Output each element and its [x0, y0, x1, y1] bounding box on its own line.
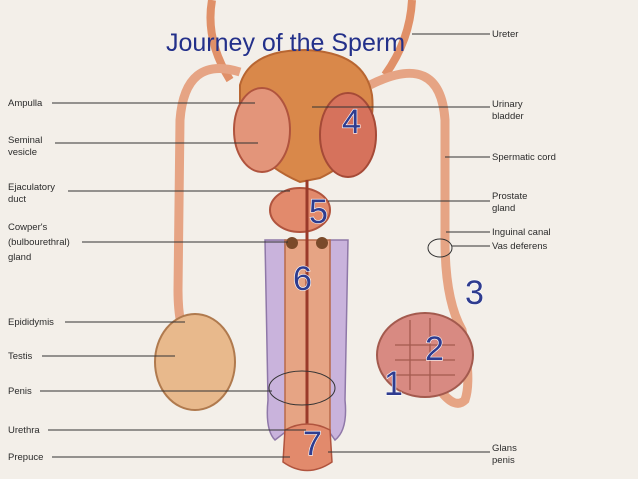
label-urinary-bladder-line2: bladder — [492, 111, 524, 122]
step-number-6: 6 — [293, 260, 312, 298]
testis-right — [376, 312, 474, 398]
step-number-1: 1 — [384, 365, 403, 403]
label-seminal-vesicle-line2: vesicle — [8, 147, 37, 158]
cowper-gland-left — [286, 237, 298, 249]
prostate-gland — [269, 187, 331, 233]
label-urinary-bladder-line1: Urinary — [492, 99, 523, 110]
label-glans-penis-line2: penis — [492, 455, 515, 466]
glans-shape — [282, 423, 333, 472]
diagram-title: Journey of the Sperm — [166, 29, 405, 57]
step-number-7: 7 — [303, 425, 322, 463]
step-number-4: 4 — [342, 103, 361, 141]
cowper-gland-right — [316, 237, 328, 249]
leader-lines-left — [40, 102, 306, 458]
ureter-right — [381, 0, 416, 78]
label-testis: Testis — [8, 351, 33, 362]
step-number-5: 5 — [309, 193, 328, 231]
label-cowpers-line2: (bulbourethral) — [8, 237, 70, 248]
step-number-2: 2 — [425, 330, 444, 368]
label-inguinal-canal: Inguinal canal — [492, 227, 551, 238]
label-prostate-line1: Prostate — [492, 191, 527, 202]
inguinal-canal-circle — [427, 238, 453, 258]
leader-lines-right — [312, 33, 490, 453]
label-prepuce: Prepuce — [8, 452, 43, 463]
seminal-vesicle-right — [319, 92, 377, 178]
label-seminal-vesicle-line1: Seminal — [8, 135, 42, 146]
label-ejaculatory-duct-line2: duct — [8, 194, 26, 205]
label-prostate-line2: gland — [492, 203, 515, 214]
label-glans-penis-line1: Glans — [492, 443, 517, 454]
label-epididymis: Epididymis — [8, 317, 54, 328]
label-urethra: Urethra — [8, 425, 40, 436]
testis-lobules — [395, 318, 455, 392]
label-spermatic-cord: Spermatic cord — [492, 152, 556, 163]
seminal-vesicle-left — [233, 87, 291, 173]
step-number-3: 3 — [465, 274, 484, 312]
testis-left — [154, 313, 236, 411]
corpus-right — [327, 239, 349, 442]
label-ureter: Ureter — [492, 29, 518, 40]
label-cowpers-line1: Cowper's — [8, 222, 48, 233]
label-penis: Penis — [8, 386, 32, 397]
label-cowpers-line3: gland — [8, 252, 31, 263]
label-ejaculatory-duct-line1: Ejaculatory — [8, 182, 55, 193]
vas-deferens-right — [367, 68, 473, 408]
penis-circle — [268, 370, 336, 406]
label-vas-deferens: Vas deferens — [492, 241, 548, 252]
label-ampulla: Ampulla — [8, 98, 43, 109]
